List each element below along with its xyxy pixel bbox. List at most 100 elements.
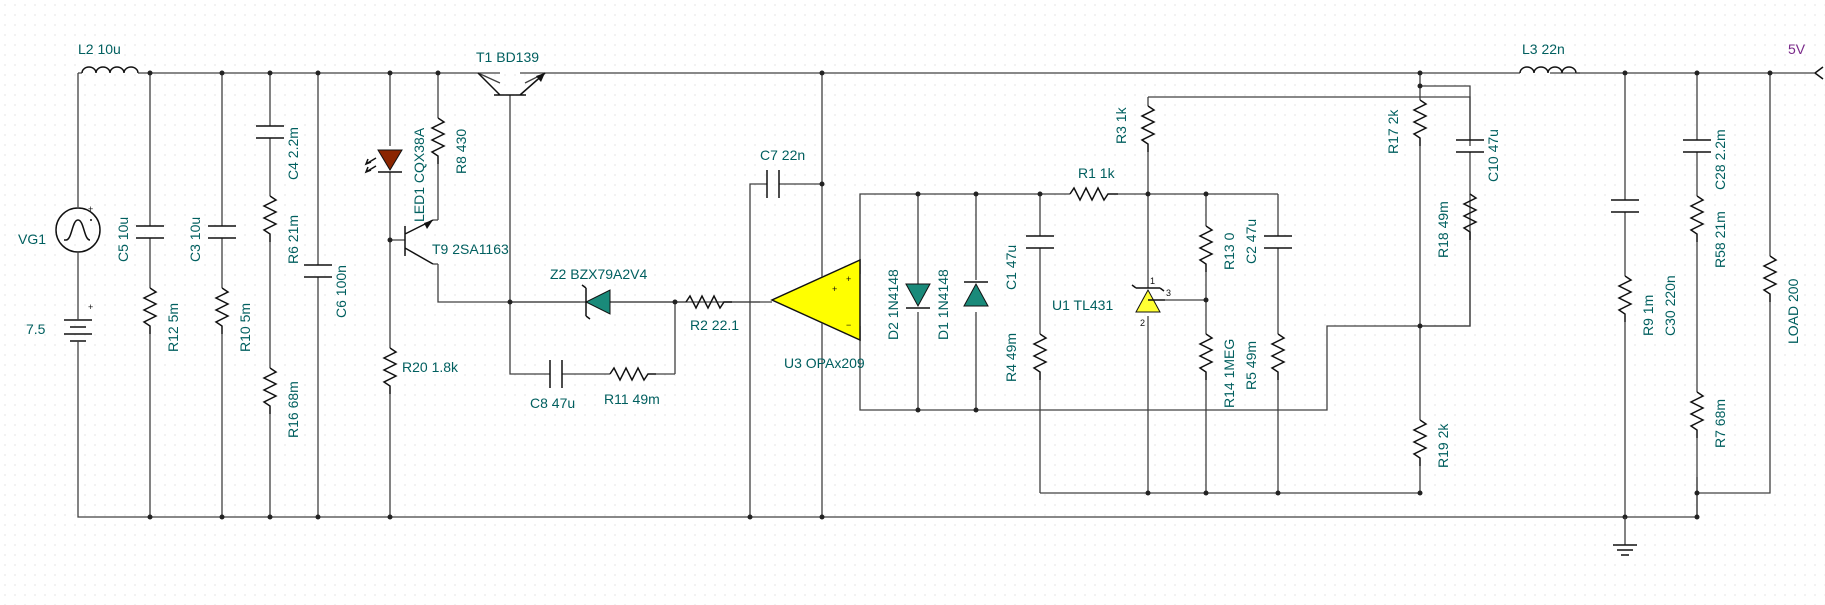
load-label: LOAD 200 bbox=[1785, 278, 1801, 344]
r9-label: R9 1m bbox=[1640, 295, 1656, 336]
c3-label: C3 10u bbox=[187, 217, 203, 262]
r5-resistor[interactable] bbox=[1270, 333, 1286, 380]
c28-label: C28 2.2m bbox=[1712, 129, 1728, 190]
r14-resistor[interactable] bbox=[1198, 333, 1214, 380]
ground-icon bbox=[1613, 517, 1637, 556]
u3-plus-pin: + bbox=[846, 274, 851, 284]
r2-label: R2 22.1 bbox=[690, 317, 739, 333]
r1-resistor[interactable] bbox=[1069, 186, 1118, 202]
r13-label: R13 0 bbox=[1221, 232, 1237, 270]
u3-supply-plus-pin: + bbox=[832, 284, 837, 294]
c30-capacitor[interactable] bbox=[1611, 199, 1639, 213]
c4-capacitor[interactable] bbox=[256, 125, 284, 139]
vg1-plus-pin: + bbox=[88, 204, 93, 214]
r8-resistor[interactable] bbox=[430, 117, 446, 164]
load-resistor[interactable] bbox=[1762, 255, 1778, 302]
r16-label: R16 68m bbox=[285, 381, 301, 438]
u1-pin-3: 3 bbox=[1166, 288, 1171, 298]
z2-label: Z2 BZX79A2V4 bbox=[550, 266, 647, 282]
c3-capacitor[interactable] bbox=[208, 225, 236, 239]
r4-resistor[interactable] bbox=[1032, 333, 1048, 380]
r9-resistor[interactable] bbox=[1617, 275, 1633, 322]
c5-label: C5 10u bbox=[115, 217, 131, 262]
r11-label: R11 49m bbox=[604, 391, 660, 407]
r20-resistor[interactable] bbox=[382, 347, 398, 394]
r6-resistor[interactable] bbox=[262, 195, 278, 242]
output-5v-label: 5V bbox=[1788, 41, 1806, 57]
r17-label: R17 2k bbox=[1385, 109, 1401, 154]
r10-resistor[interactable] bbox=[214, 287, 230, 334]
r1-label: R1 1k bbox=[1078, 165, 1116, 181]
led1-label: LED1 CQX38A bbox=[411, 127, 427, 222]
t9-label: T9 2SA1163 bbox=[432, 241, 509, 257]
c2-capacitor[interactable] bbox=[1264, 235, 1292, 249]
u1-tl431[interactable] bbox=[1131, 284, 1165, 313]
t1-transistor[interactable] bbox=[477, 72, 546, 96]
r10-label: R10 5m bbox=[237, 303, 253, 352]
battery[interactable]: + bbox=[64, 302, 93, 354]
r3-resistor[interactable] bbox=[1140, 105, 1156, 152]
r12-label: R12 5m bbox=[165, 303, 181, 352]
c7-label: C7 22n bbox=[760, 147, 805, 163]
junctions bbox=[147, 70, 1773, 520]
r7-resistor[interactable] bbox=[1689, 391, 1705, 438]
r16-resistor[interactable] bbox=[262, 367, 278, 414]
u3-minus-pin: − bbox=[846, 320, 851, 330]
l3-inductor[interactable] bbox=[1519, 66, 1580, 74]
r5-label: R5 49m bbox=[1243, 341, 1259, 390]
r3-label: R3 1k bbox=[1113, 106, 1129, 144]
r14-label: R14 1MEG bbox=[1221, 339, 1237, 408]
z2-zener[interactable] bbox=[581, 284, 611, 320]
r19-label: R19 2k bbox=[1435, 423, 1451, 468]
c8-capacitor[interactable] bbox=[549, 360, 563, 388]
r19-resistor[interactable] bbox=[1412, 419, 1428, 466]
r13-resistor[interactable] bbox=[1198, 225, 1214, 272]
c30-label: C30 220n bbox=[1662, 275, 1678, 336]
u1-pin-2: 2 bbox=[1140, 318, 1145, 328]
d2-diode[interactable] bbox=[905, 283, 931, 309]
c10-label: C10 47u bbox=[1485, 129, 1501, 182]
u1-pin-1: 1 bbox=[1150, 276, 1155, 286]
r2-resistor[interactable] bbox=[685, 294, 732, 310]
r58-label: R58 21m bbox=[1712, 211, 1728, 268]
t9-transistor[interactable] bbox=[404, 219, 434, 265]
l3-label: L3 22n bbox=[1522, 41, 1565, 57]
r11-resistor[interactable] bbox=[609, 366, 656, 382]
vg1-source[interactable]: + bbox=[55, 204, 101, 310]
r58-resistor[interactable] bbox=[1689, 195, 1705, 242]
u3-opamp[interactable] bbox=[760, 258, 861, 346]
c1-label: C1 47u bbox=[1003, 245, 1019, 290]
l2-label: L2 10u bbox=[78, 41, 121, 57]
c7-capacitor[interactable] bbox=[766, 170, 780, 198]
l2-inductor[interactable] bbox=[81, 66, 140, 74]
c10-capacitor[interactable] bbox=[1456, 139, 1484, 153]
u3-label: U3 OPAx209 bbox=[784, 355, 865, 371]
c5-capacitor[interactable] bbox=[136, 225, 164, 239]
c6-label: C6 100n bbox=[333, 265, 349, 318]
c28-capacitor[interactable] bbox=[1683, 139, 1711, 153]
vg1-label: VG1 bbox=[18, 231, 46, 247]
r4-label: R4 49m bbox=[1003, 333, 1019, 382]
u1-label: U1 TL431 bbox=[1052, 297, 1113, 313]
c1-capacitor[interactable] bbox=[1026, 235, 1054, 249]
d1-label: D1 1N4148 bbox=[935, 269, 951, 340]
r7-label: R7 68m bbox=[1712, 399, 1728, 448]
led1-diode[interactable] bbox=[364, 149, 403, 174]
c6-capacitor[interactable] bbox=[304, 264, 332, 278]
r18-resistor[interactable] bbox=[1462, 193, 1478, 240]
output-terminal[interactable] bbox=[1814, 66, 1824, 80]
r6-label: R6 21m bbox=[285, 215, 301, 264]
battery-plus-pin: + bbox=[88, 302, 93, 312]
t1-label: T1 BD139 bbox=[476, 49, 539, 65]
battery-label: 7.5 bbox=[26, 321, 46, 337]
c2-label: C2 47u bbox=[1243, 219, 1259, 264]
r17-resistor[interactable] bbox=[1412, 99, 1428, 146]
c4-label: C4 2.2m bbox=[285, 127, 301, 180]
d1-diode[interactable] bbox=[963, 281, 989, 307]
wires bbox=[77, 72, 1815, 518]
r8-label: R8 430 bbox=[453, 129, 469, 174]
d2-label: D2 1N4148 bbox=[885, 269, 901, 340]
r12-resistor[interactable] bbox=[142, 287, 158, 334]
